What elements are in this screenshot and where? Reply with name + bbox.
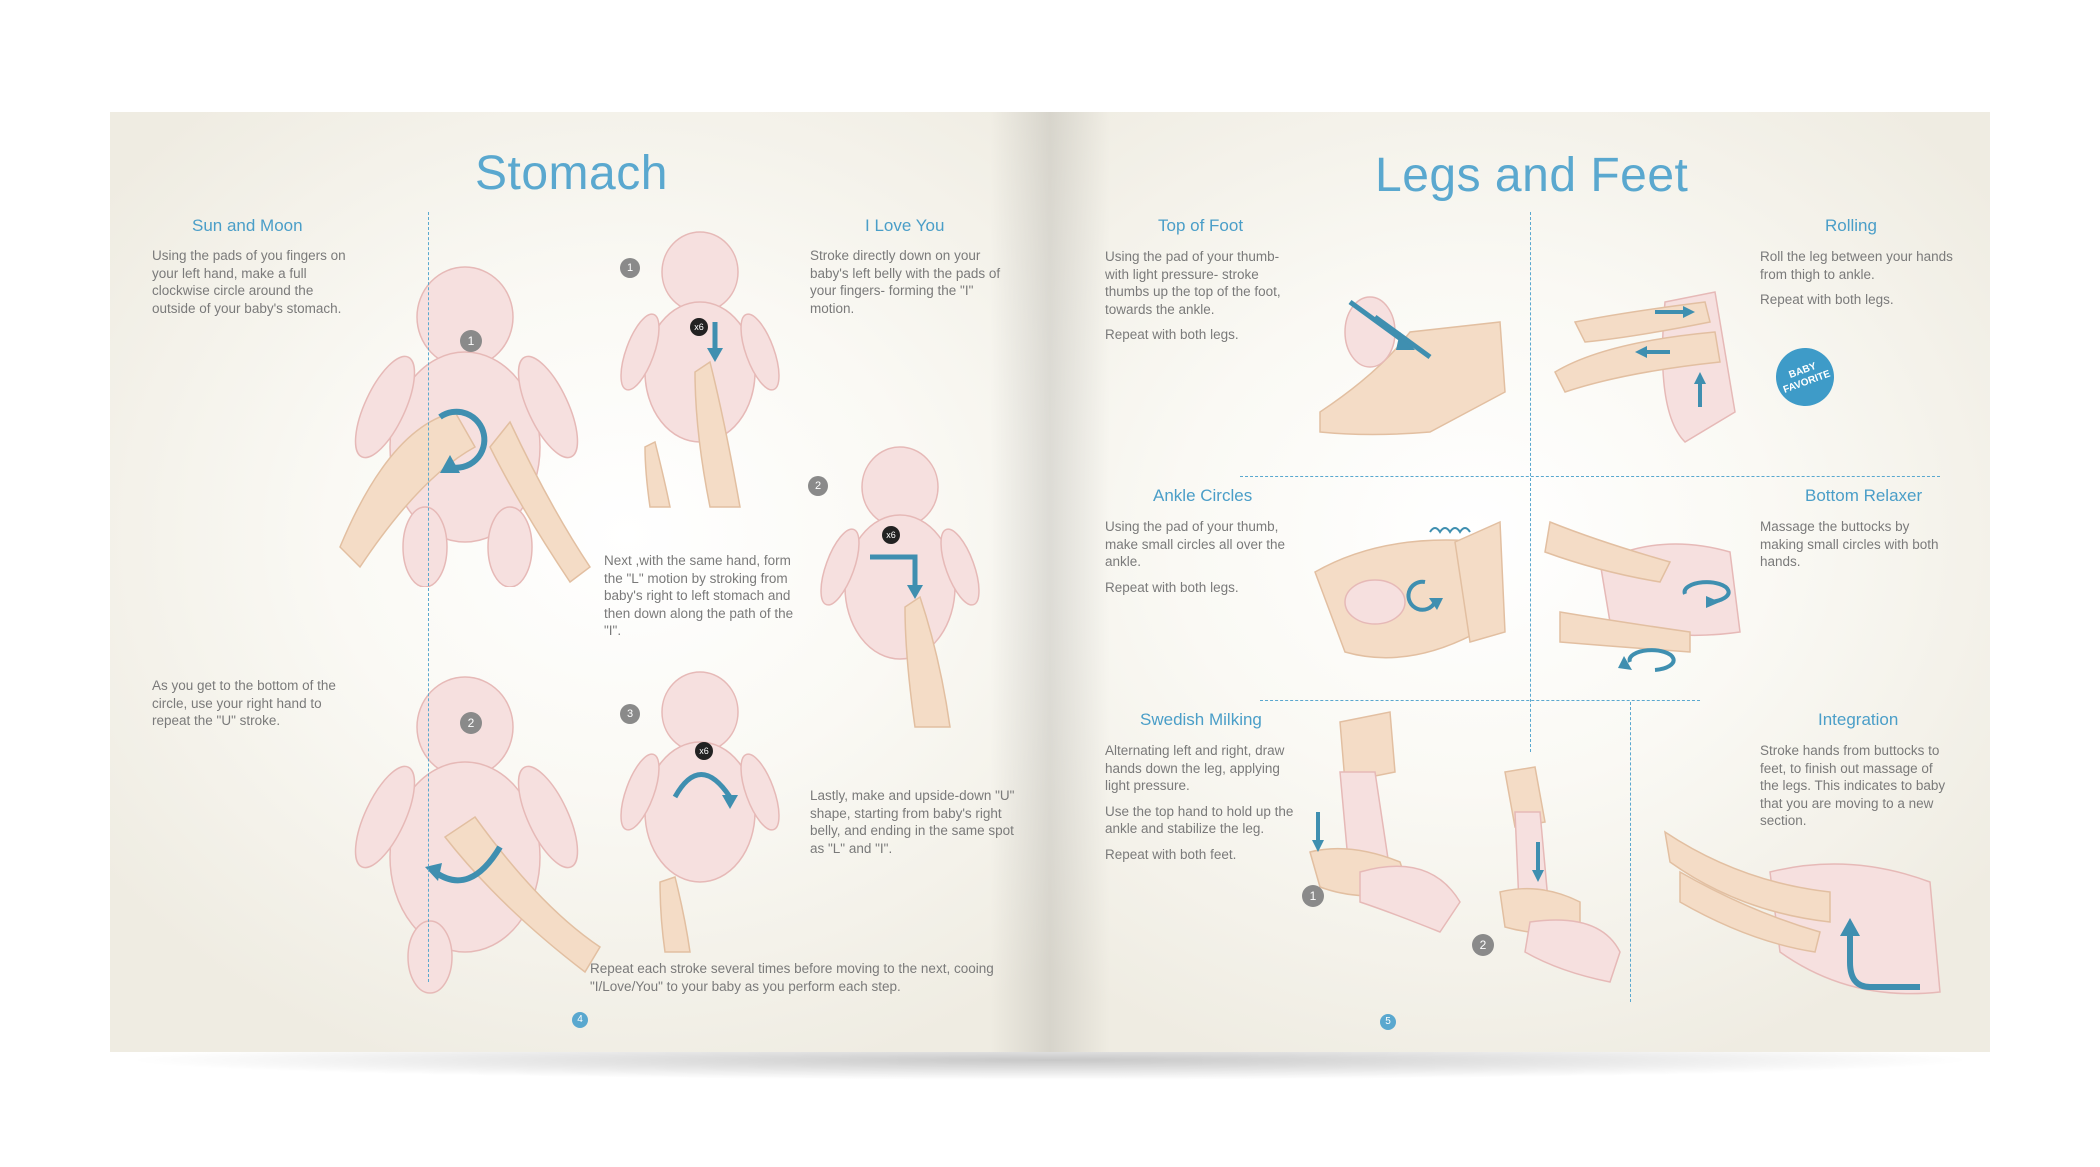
i-love-you-text-3: Lastly, make and upside-down "U" shape, … [810, 788, 1015, 856]
row-divider [1240, 476, 1940, 477]
ankle-circles-illustration [1314, 520, 1506, 659]
repeat-badge: x6 [690, 318, 708, 336]
rolling-text-2: Repeat with both legs. [1760, 292, 1894, 307]
step-badge: 1 [620, 258, 640, 278]
section-heading-i-love-you: I Love You [865, 216, 945, 235]
column-divider [1630, 702, 1631, 1002]
top-of-foot-illustration [1319, 296, 1506, 436]
top-of-foot-text-1: Using the pad of your thumb- with light … [1105, 249, 1281, 317]
baby-sun-moon-illustration [339, 266, 592, 587]
right-page: Legs and Feet Top of Foot Using the pad … [1050, 112, 1990, 1052]
integration-illustration [1663, 830, 1941, 995]
step-badge: 2 [1472, 934, 1494, 956]
bottom-relaxer-illustration [1544, 520, 1741, 672]
column-divider [428, 212, 429, 982]
top-of-foot-text: Using the pad of your thumb- with light … [1105, 248, 1295, 352]
top-of-foot-text-2: Repeat with both legs. [1105, 327, 1239, 342]
baby-u-upside-illustration [620, 671, 780, 953]
row-divider [1260, 700, 1700, 701]
section-heading-bottom-relaxer: Bottom Relaxer [1805, 486, 1923, 505]
step-badge: 1 [460, 330, 482, 352]
sun-moon-text-2: As you get to the bottom of the circle, … [152, 678, 336, 728]
step-badge: 2 [460, 712, 482, 734]
swedish-milking-text-1: Alternating left and right, draw hands d… [1105, 743, 1285, 793]
column-divider [1530, 212, 1531, 752]
baby-l-stroke-illustration [820, 446, 980, 728]
bottom-relaxer-text-1: Massage the buttocks by making small cir… [1760, 519, 1939, 569]
section-heading-integration: Integration [1818, 710, 1899, 729]
section-heading-ankle-circles: Ankle Circles [1153, 486, 1253, 505]
repeat-badge: x6 [695, 742, 713, 760]
page-title: Stomach [475, 147, 668, 200]
left-page: Stomach Sun and Moon Using the pads of y… [110, 112, 1050, 1052]
swedish-milking-text-3: Repeat with both feet. [1105, 846, 1237, 862]
page-number: 4 [572, 1012, 588, 1028]
ankle-circles-text-1: Using the pad of your thumb, make small … [1105, 519, 1286, 569]
ankle-circles-text-2: Repeat with both legs. [1105, 579, 1239, 595]
footer-note: Repeat each stroke several times before … [590, 961, 994, 994]
rolling-illustration [1554, 291, 1736, 443]
integration-text-1: Stroke hands from buttocks to feet, to f… [1760, 743, 1946, 828]
section-heading-rolling: Rolling [1825, 216, 1877, 235]
gutter-shadow [990, 112, 1050, 1052]
section-heading-swedish-milking: Swedish Milking [1140, 710, 1262, 729]
step-badge: 3 [620, 704, 640, 724]
sun-moon-text-1: Using the pads of you fingers on your le… [152, 248, 346, 316]
ankle-circles-text: Using the pad of your thumb, make small … [1105, 518, 1305, 604]
gutter-shadow [1050, 112, 1110, 1052]
step-badge: 1 [1302, 885, 1324, 907]
swedish-milking-text-2: Use the top hand to hold up the ankle an… [1105, 803, 1294, 837]
i-love-you-text-1: Stroke directly down on your baby's left… [810, 248, 1001, 316]
swedish-milking-text: Alternating left and right, draw hands d… [1105, 742, 1300, 871]
step-badge: 2 [808, 476, 828, 496]
rolling-text: Roll the leg between your hands from thi… [1760, 248, 1955, 317]
page-title: Legs and Feet [1375, 149, 1689, 202]
section-heading-top-of-foot: Top of Foot [1158, 216, 1244, 235]
swedish-milking-illustration [1309, 711, 1621, 983]
rolling-text-1: Roll the leg between your hands from thi… [1760, 249, 1953, 282]
page-number: 5 [1380, 1014, 1396, 1030]
section-heading-sun-and-moon: Sun and Moon [192, 216, 303, 235]
repeat-badge: x6 [882, 526, 900, 544]
baby-i-stroke-illustration [620, 231, 780, 508]
i-love-you-text-2: Next ,with the same hand, form the "L" m… [604, 553, 794, 638]
